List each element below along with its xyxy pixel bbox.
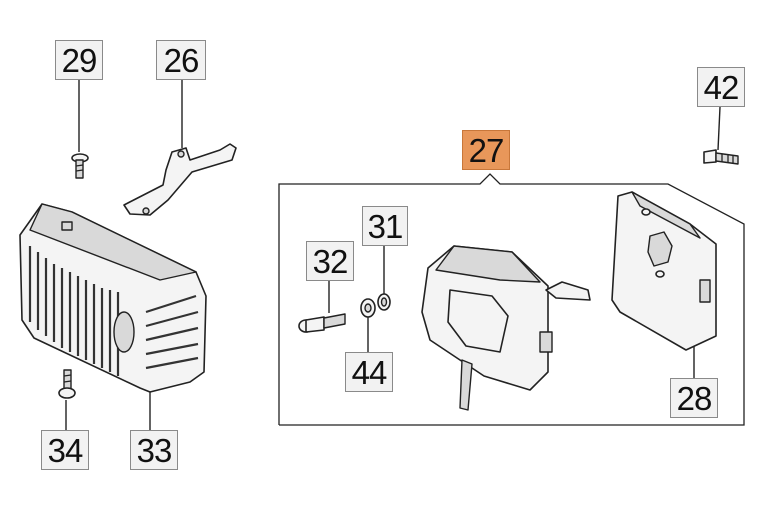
callout-26[interactable]: 26 <box>156 40 206 80</box>
bracket-26 <box>123 143 237 216</box>
callout-29[interactable]: 29 <box>55 40 103 80</box>
callout-31[interactable]: 31 <box>362 206 408 246</box>
callout-27[interactable]: 27 <box>462 130 510 170</box>
bolt-42 <box>703 149 739 165</box>
callout-42[interactable]: 42 <box>697 67 745 107</box>
gasket-28 <box>611 191 717 351</box>
callout-34[interactable]: 34 <box>41 430 89 470</box>
muffler-body <box>421 245 591 411</box>
washer-31 <box>377 293 391 311</box>
screw-29 <box>71 153 89 179</box>
callout-32[interactable]: 32 <box>306 241 354 281</box>
callout-33[interactable]: 33 <box>130 430 178 470</box>
washer-44 <box>360 298 376 318</box>
leader-42 <box>717 106 721 151</box>
bolt-32 <box>298 313 346 333</box>
callout-44[interactable]: 44 <box>345 352 393 392</box>
kit-27-group-outline <box>278 173 745 426</box>
callout-28[interactable]: 28 <box>670 378 718 418</box>
muffler-cover-33 <box>19 203 207 393</box>
screw-34 <box>58 369 76 399</box>
